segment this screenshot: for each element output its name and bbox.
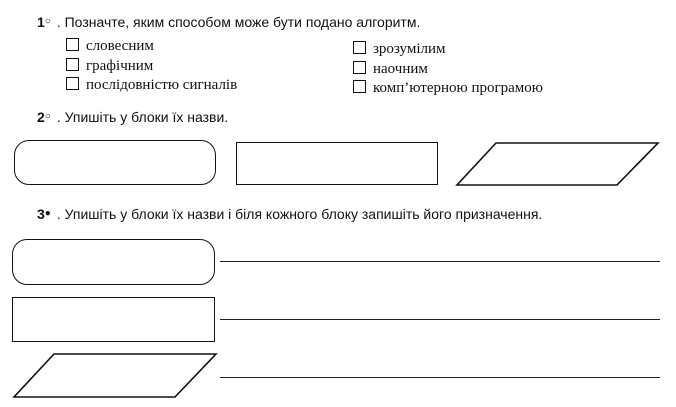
option-visual[interactable]: наочним [353,61,428,77]
checkbox-signals[interactable] [66,77,79,90]
checkbox-program[interactable] [353,80,366,93]
option-graphic[interactable]: графічним [66,58,153,74]
task-3-text: . Упишіть у блоки їх назви і біля кожног… [56,206,543,222]
task-2-difficulty-mark: ○ [44,111,51,122]
task-2-text: . Упишіть у блоки їх назви. [56,109,229,125]
option-program[interactable]: комп’ютерною програмою [353,80,543,96]
checkbox-understandable[interactable] [353,41,366,54]
process-block[interactable] [236,142,438,185]
input-output-block[interactable] [455,142,660,186]
checkbox-visual[interactable] [353,61,366,74]
task-3-difficulty-mark: ● [44,208,51,219]
task-1-number: 1 [37,14,45,30]
terminator-block[interactable] [14,140,216,185]
answer-line-3[interactable] [220,377,660,378]
task-1-difficulty-mark: ○ [44,16,51,27]
option-signals-label: послідовністю сигналів [86,77,238,93]
option-verbal-label: словесним [86,38,154,54]
option-program-label: комп’ютерною програмою [373,80,543,96]
option-visual-label: наочним [373,61,428,77]
task-2-number: 2 [37,109,45,125]
checkbox-graphic[interactable] [66,58,79,71]
option-signals[interactable]: послідовністю сигналів [66,77,237,93]
option-verbal[interactable]: словесним [66,38,154,54]
answer-line-1[interactable] [220,261,660,262]
option-understandable-label: зрозумілим [373,41,446,57]
task-3-number: 3 [37,206,45,222]
task-2-heading: 2○ . Упишіть у блоки їх назви. [37,109,228,125]
option-understandable[interactable]: зрозумілим [353,41,446,57]
task-3-heading: 3● . Упишіть у блоки їх назви і біля кожн… [37,206,542,222]
task-1-text: . Позначте, яким способом може бути пода… [56,14,421,30]
process-block-2[interactable] [12,297,215,342]
option-graphic-label: графічним [86,58,154,74]
task-1-heading: 1○ . Позначте, яким способом може бути по… [37,14,420,30]
input-output-block-2[interactable] [12,353,218,399]
answer-line-2[interactable] [220,319,660,320]
checkbox-verbal[interactable] [66,38,79,51]
terminator-block-2[interactable] [12,239,215,285]
